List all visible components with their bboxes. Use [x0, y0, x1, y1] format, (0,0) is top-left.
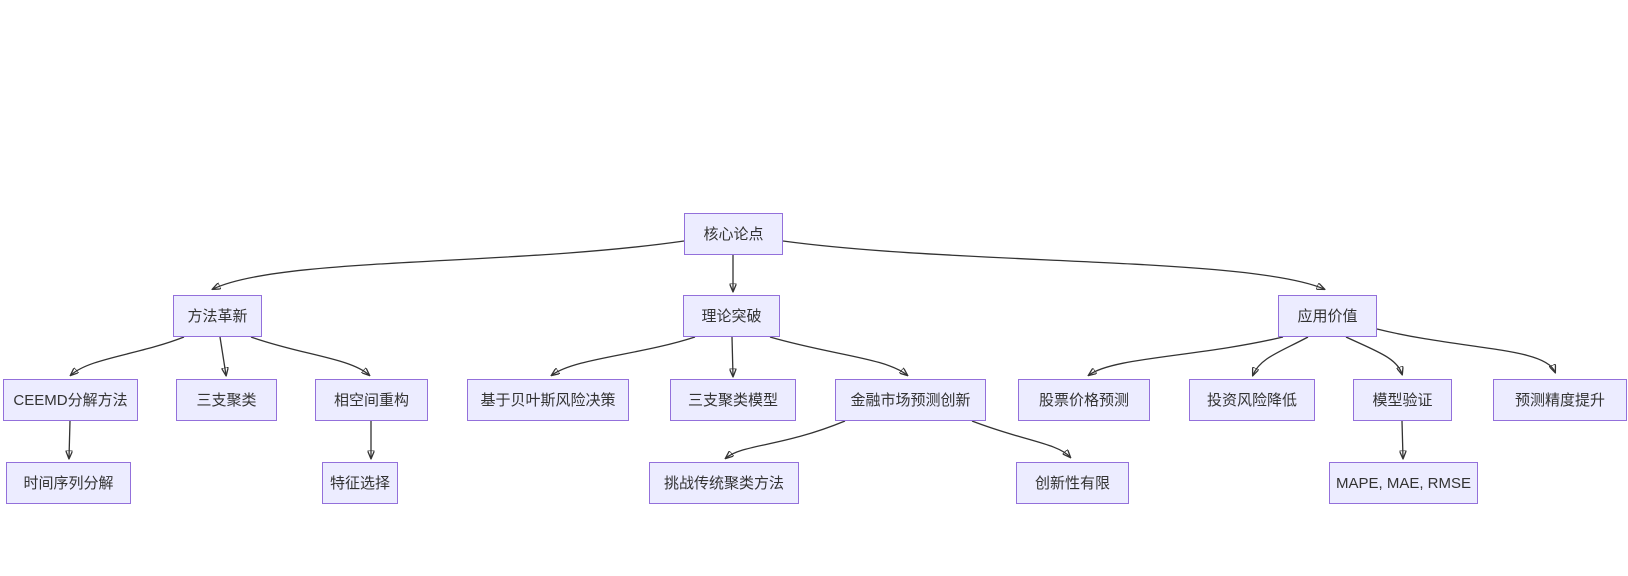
node-application: 应用价值 — [1278, 295, 1377, 337]
edge-ceemd-time-series — [69, 420, 70, 458]
edge-method-phase-space — [250, 336, 369, 375]
edge-theory-fin-market — [769, 336, 907, 375]
edge-method-ceemd — [71, 336, 185, 375]
edge-method-three-way — [219, 336, 226, 375]
edge-theory-bayes — [552, 336, 696, 375]
edge-theory-three-way-model — [732, 336, 733, 376]
node-time-series: 时间序列分解 — [6, 462, 131, 504]
edge-application-risk-reduce — [1253, 336, 1309, 375]
node-ceemd: CEEMD分解方法 — [3, 379, 138, 421]
edge-root-application — [782, 240, 1324, 289]
node-phase-space: 相空间重构 — [315, 379, 428, 421]
node-root: 核心论点 — [684, 213, 783, 255]
node-method: 方法革新 — [173, 295, 262, 337]
node-three-way-model: 三支聚类模型 — [670, 379, 796, 421]
edge-model-valid-metrics — [1402, 420, 1403, 458]
node-model-valid: 模型验证 — [1353, 379, 1452, 421]
node-metrics: MAPE, MAE, RMSE — [1329, 462, 1478, 504]
edge-fin-market-limited — [971, 420, 1070, 457]
edge-application-model-valid — [1345, 336, 1402, 374]
edge-application-stock-pred — [1089, 336, 1284, 375]
node-risk-reduce: 投资风险降低 — [1189, 379, 1315, 421]
node-limited: 创新性有限 — [1016, 462, 1129, 504]
edge-application-accuracy — [1376, 328, 1555, 372]
edge-fin-market-challenge — [726, 420, 846, 458]
node-theory: 理论突破 — [683, 295, 780, 337]
node-three-way: 三支聚类 — [176, 379, 277, 421]
node-accuracy: 预测精度提升 — [1493, 379, 1627, 421]
node-bayes: 基于贝叶斯风险决策 — [467, 379, 629, 421]
node-feature-sel: 特征选择 — [322, 462, 398, 504]
node-stock-pred: 股票价格预测 — [1018, 379, 1150, 421]
node-fin-market: 金融市场预测创新 — [835, 379, 986, 421]
node-challenge: 挑战传统聚类方法 — [649, 462, 799, 504]
edge-root-method — [213, 240, 685, 289]
